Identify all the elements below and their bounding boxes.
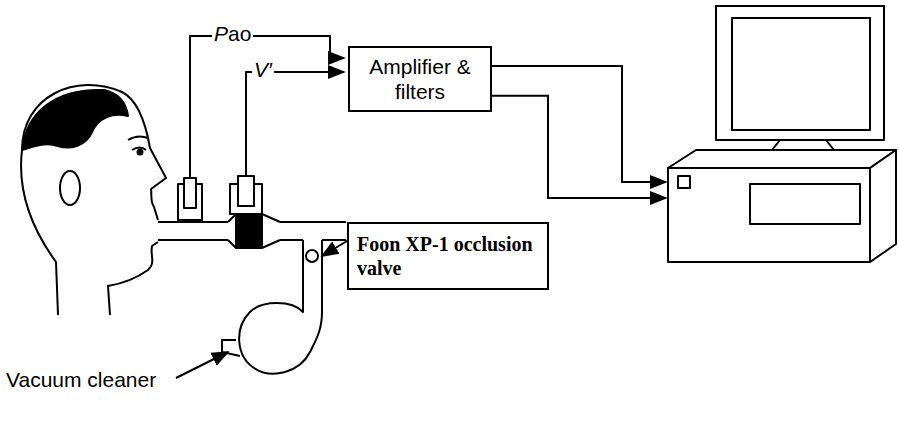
pneumotach [228, 214, 280, 248]
head-back [21, 150, 58, 315]
input-port [678, 176, 690, 188]
callout-box: Foon XP-1 occlusion valve [347, 222, 549, 290]
pao-wire [190, 36, 344, 178]
transducer-port [189, 220, 191, 222]
output-wire [492, 96, 666, 198]
monitor [716, 6, 884, 140]
monitor-screen [732, 18, 870, 130]
signal-name: V′ [252, 58, 274, 82]
pressure-transducer-core [184, 178, 196, 208]
head-profile [22, 85, 166, 315]
part-name: Vacuum cleaner [4, 368, 158, 392]
signal-name: Pao [212, 22, 253, 46]
drive-slot [750, 184, 860, 224]
ear [60, 171, 80, 205]
transducer-port [239, 214, 241, 216]
transducer-port [251, 214, 253, 216]
eye-pupil [138, 150, 143, 155]
process-box: Amplifier & filters [348, 46, 492, 112]
computer-front [668, 168, 870, 262]
suction-pipe [303, 240, 322, 300]
output-wire [492, 66, 666, 182]
vacuum-pump [239, 300, 322, 374]
flow-wire [246, 72, 344, 176]
computer-top [668, 150, 896, 168]
flow-transducer-core [238, 176, 254, 206]
box-text: Amplifier & filters [356, 54, 484, 104]
eyebrow [128, 136, 148, 140]
occlusion-valve [306, 250, 318, 262]
vacuum-callout [176, 352, 228, 378]
box-text: Foon XP-1 occlusion valve [357, 232, 539, 280]
hair [22, 90, 128, 150]
monitor-stand [772, 140, 834, 150]
pneumotach-screen [236, 216, 262, 246]
computer-side [870, 150, 896, 262]
